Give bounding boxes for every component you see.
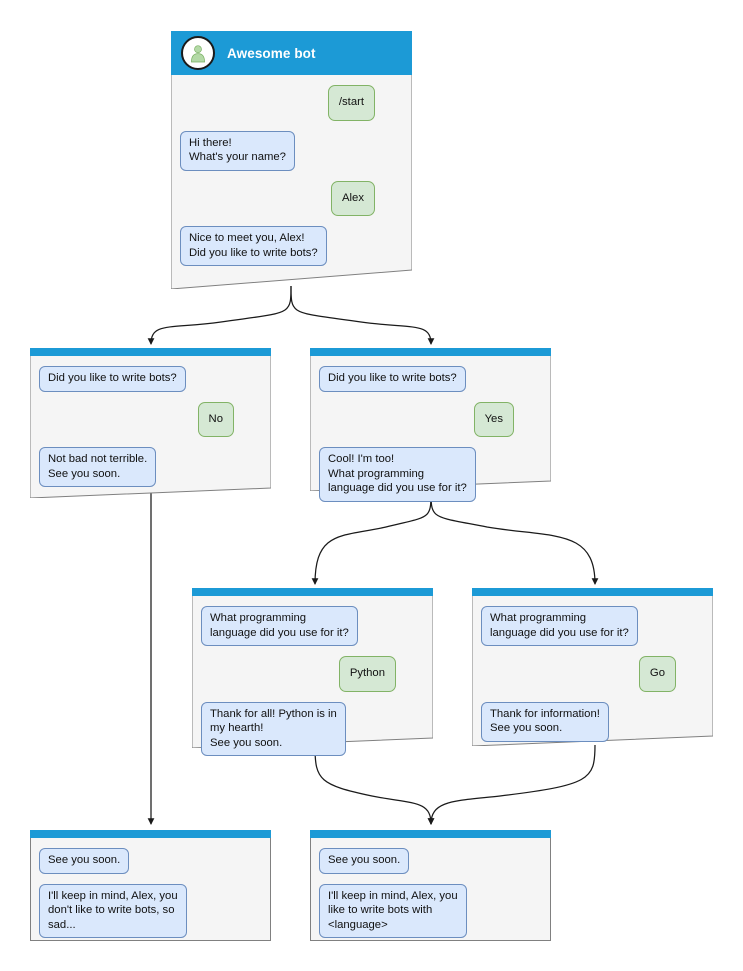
chat-thread-start: /start Hi there! What's your name? Alex … xyxy=(171,75,412,276)
message-row: See you soon. xyxy=(319,848,542,874)
message-row: Did you like to write bots? xyxy=(319,366,542,392)
message-row: Did you like to write bots? xyxy=(39,366,262,392)
message-row: /start xyxy=(180,85,403,121)
bot-message-bubble: Thank for all! Python is in my hearth! S… xyxy=(201,701,346,756)
card-header-bar xyxy=(192,588,433,596)
user-message-bubble: /start xyxy=(327,85,375,121)
message-row: Thank for all! Python is in my hearth! S… xyxy=(201,701,424,756)
chat-thread-python: What programming language did you use fo… xyxy=(192,596,433,766)
message-row: Cool! I'm too! What programming language… xyxy=(319,447,542,502)
chat-thread-end-happy: See you soon. I'll keep in mind, Alex, y… xyxy=(310,838,551,948)
card-end-happy[interactable]: See you soon. I'll keep in mind, Alex, y… xyxy=(310,830,551,941)
bot-message-bubble: Did you like to write bots? xyxy=(39,366,186,392)
card-language-go[interactable]: What programming language did you use fo… xyxy=(472,588,713,746)
card-header-bar xyxy=(310,830,551,838)
message-row: I'll keep in mind, Alex, you like to wri… xyxy=(319,883,542,938)
edge-start-to-no xyxy=(147,285,292,345)
bot-message-bubble: Hi there! What's your name? xyxy=(180,130,295,171)
chat-thread-end-sad: See you soon. I'll keep in mind, Alex, y… xyxy=(30,838,271,948)
chat-thread-answer-no: Did you like to write bots? No Not bad n… xyxy=(30,356,271,497)
bot-message-bubble: Not bad not terrible. See you soon. xyxy=(39,447,157,487)
message-row: What programming language did you use fo… xyxy=(481,606,704,646)
message-row: Python xyxy=(201,656,424,692)
chat-thread-go: What programming language did you use fo… xyxy=(472,596,713,752)
message-row: What programming language did you use fo… xyxy=(201,606,424,646)
card-end-sad[interactable]: See you soon. I'll keep in mind, Alex, y… xyxy=(30,830,271,941)
bot-message-bubble: Cool! I'm too! What programming language… xyxy=(319,447,476,502)
bot-name-label: Awesome bot xyxy=(227,45,316,61)
message-row: Yes xyxy=(319,401,542,437)
user-message-bubble: Go xyxy=(638,656,676,692)
user-message-bubble: Yes xyxy=(473,401,514,437)
card-header-bar xyxy=(30,348,271,356)
chat-thread-answer-yes: Did you like to write bots? Yes Cool! I'… xyxy=(310,356,551,512)
card-answer-yes[interactable]: Did you like to write bots? Yes Cool! I'… xyxy=(310,348,551,502)
bot-message-bubble: What programming language did you use fo… xyxy=(481,606,638,646)
user-message-bubble: Alex xyxy=(331,180,375,216)
card-start[interactable]: Awesome bot /start Hi there! What's your… xyxy=(171,31,412,289)
bot-message-bubble: See you soon. xyxy=(39,848,130,874)
user-message-bubble: Python xyxy=(338,656,396,692)
card-header-bar xyxy=(310,348,551,356)
edge-start-to-yes xyxy=(290,285,435,345)
bot-message-bubble: Did you like to write bots? xyxy=(319,366,466,392)
user-message-bubble: No xyxy=(197,401,234,437)
bot-message-bubble: I'll keep in mind, Alex, you don't like … xyxy=(39,883,187,938)
person-avatar-icon xyxy=(181,36,215,70)
card-header-bar xyxy=(472,588,713,596)
message-row: Go xyxy=(481,656,704,692)
message-row: Alex xyxy=(180,180,403,216)
bot-message-bubble: Nice to meet you, Alex! Did you like to … xyxy=(180,226,327,266)
bot-message-bubble: I'll keep in mind, Alex, you like to wri… xyxy=(319,883,467,938)
message-row: See you soon. xyxy=(39,848,262,874)
edge-go-to-end-happy xyxy=(427,744,596,825)
card-header-bar xyxy=(30,830,271,838)
message-row: Hi there! What's your name? xyxy=(180,130,403,171)
bot-message-bubble: Thank for information! See you soon. xyxy=(481,701,609,742)
message-row: No xyxy=(39,401,262,437)
message-row: I'll keep in mind, Alex, you don't like … xyxy=(39,883,262,938)
message-row: Nice to meet you, Alex! Did you like to … xyxy=(180,226,403,266)
message-row: Thank for information! See you soon. xyxy=(481,701,704,742)
message-row: Not bad not terrible. See you soon. xyxy=(39,447,262,487)
bot-message-bubble: What programming language did you use fo… xyxy=(201,606,358,646)
card-answer-no[interactable]: Did you like to write bots? No Not bad n… xyxy=(30,348,271,498)
card-header-start: Awesome bot xyxy=(171,31,412,75)
bot-message-bubble: See you soon. xyxy=(319,848,410,874)
card-language-python[interactable]: What programming language did you use fo… xyxy=(192,588,433,756)
